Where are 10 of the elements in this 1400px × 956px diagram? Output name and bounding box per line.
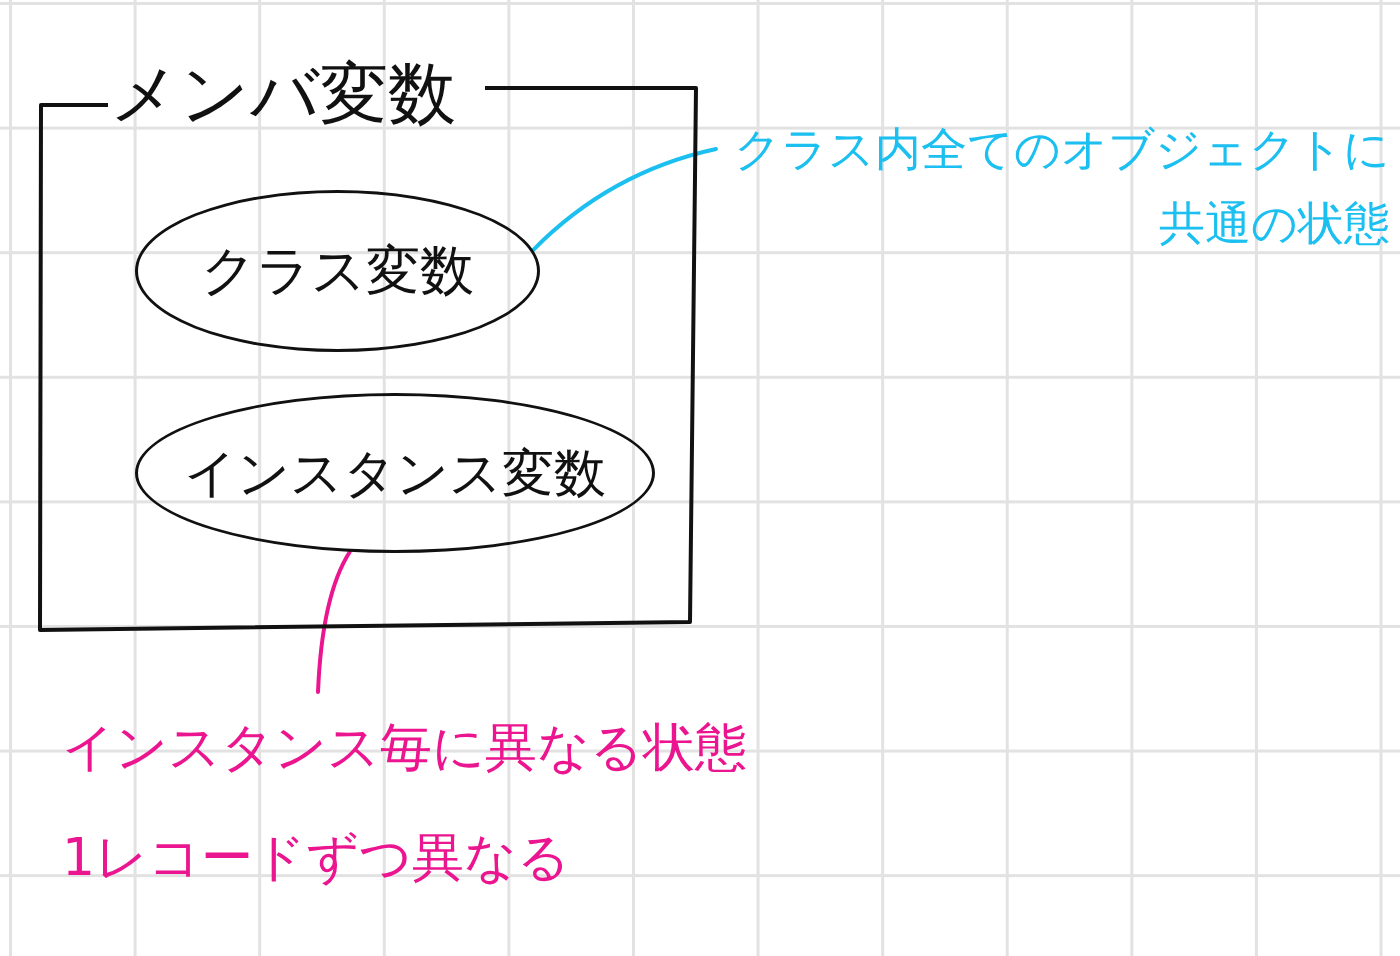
annotation-text: インスタンス毎に異なる状態 [62,716,748,779]
ellipse-shape [135,190,540,352]
annotation-text: クラス内全てのオブジェクトに共通の状態 [733,121,1390,252]
variable-label: クラス変数 [201,238,474,304]
leader-line [531,147,718,253]
leader-line [316,549,352,694]
annotation-text: 1レコードずつ異なる [62,826,572,889]
variable-label: インスタンス変数 [184,441,606,505]
frame-heading: メンバ変数 [110,53,456,135]
ellipse-shape [135,393,655,553]
